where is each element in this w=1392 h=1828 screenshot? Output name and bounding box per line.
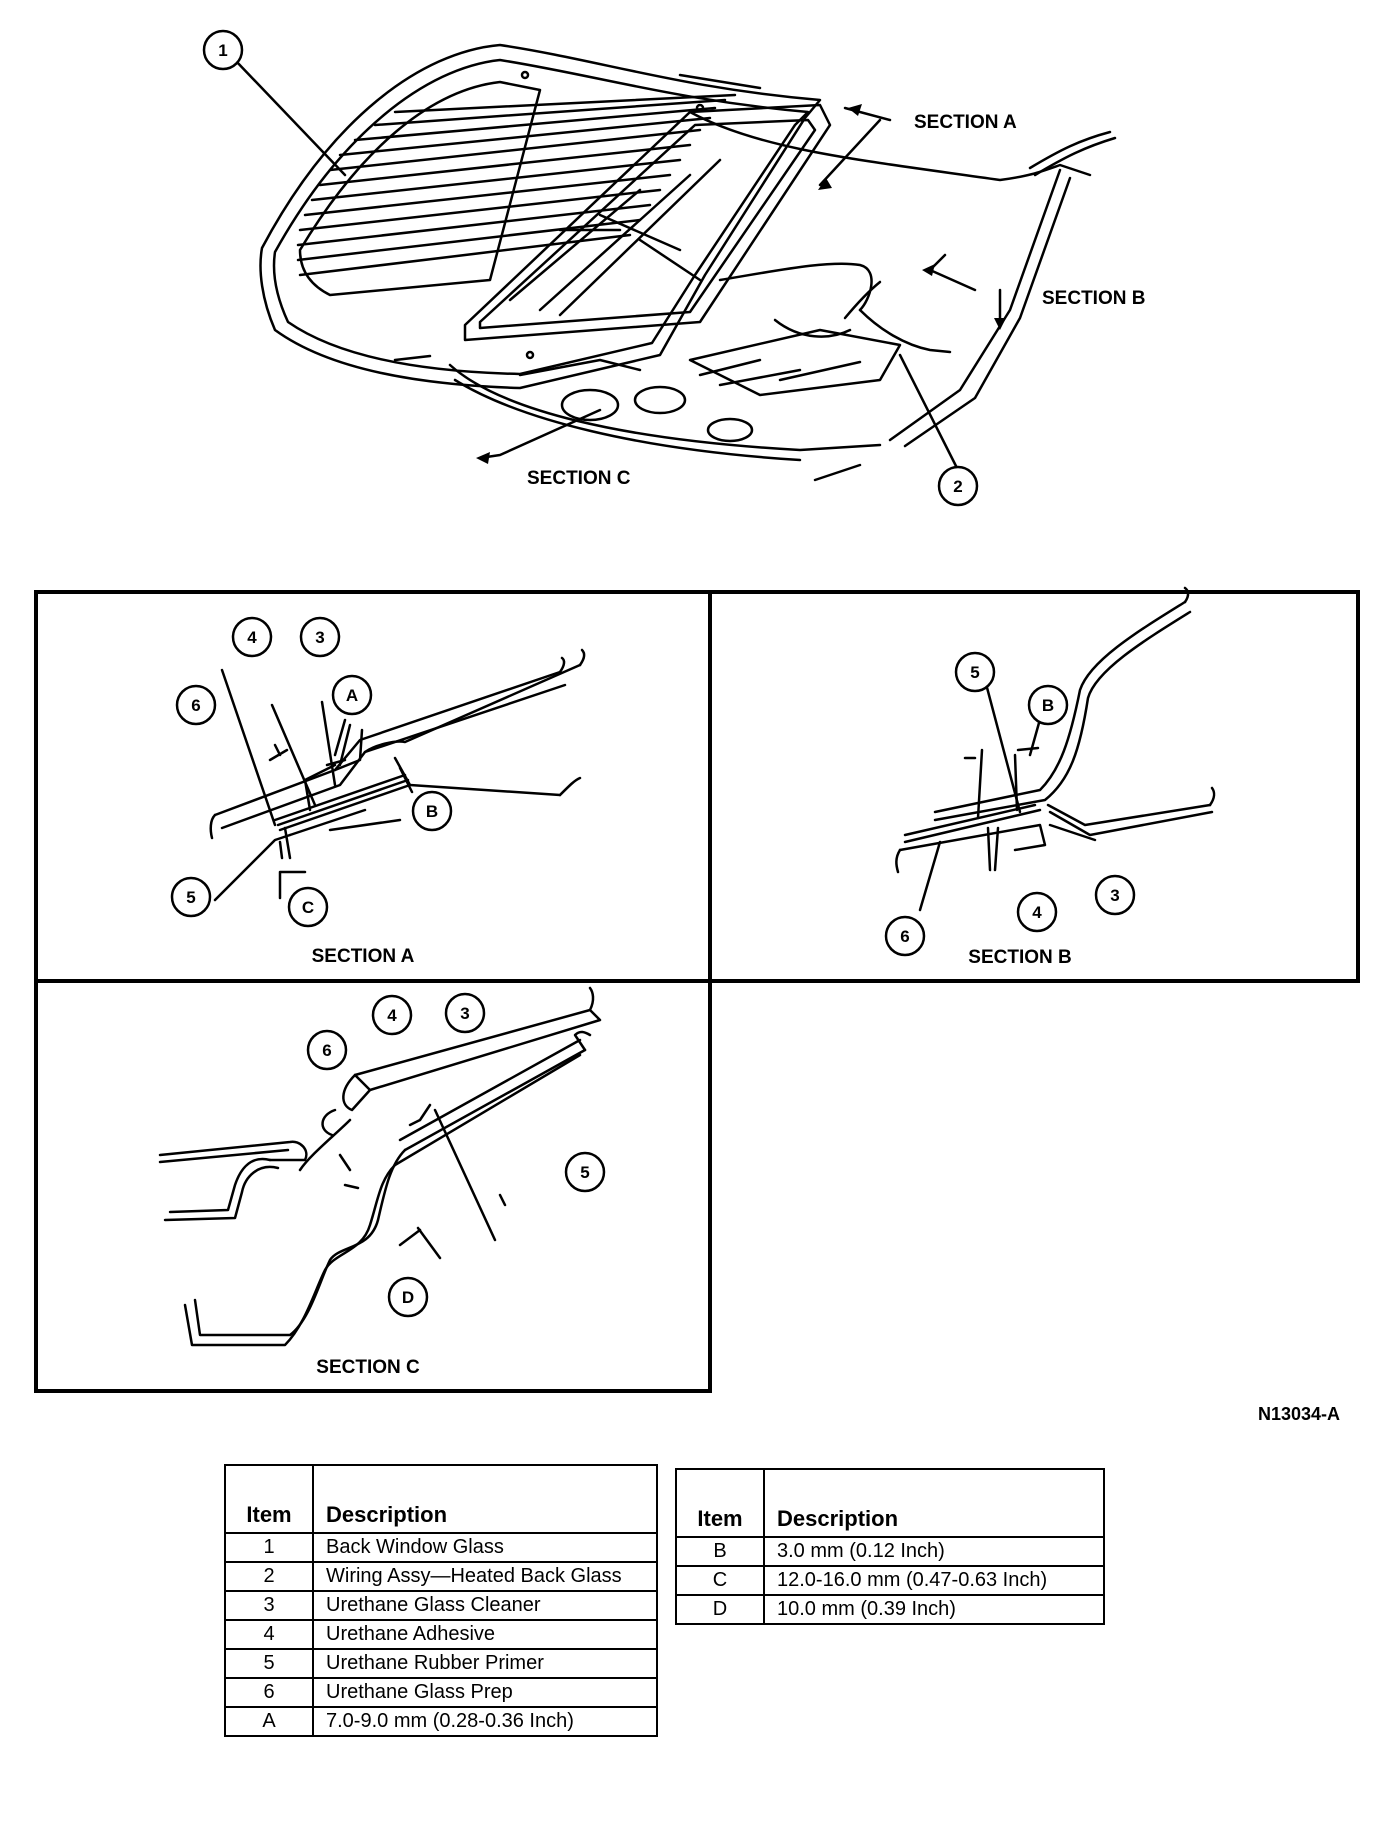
section-a-callout-4: 4 — [247, 628, 257, 647]
section-c-title: SECTION C — [316, 1357, 420, 1378]
section-a-label: SECTION A — [914, 112, 1017, 133]
section-b-callout-B: B — [1042, 696, 1054, 715]
legend-header-description: Description — [763, 1468, 1105, 1538]
section-c-callout-6: 6 — [322, 1041, 331, 1060]
section-a-callout-B: B — [426, 802, 438, 821]
legend-header-description: Description — [312, 1464, 658, 1534]
section-a-callout-6: 6 — [191, 696, 200, 715]
callout-1-circle — [202, 29, 244, 71]
main-diagram: 1 2 SECTION A SECTION B SECTION C — [202, 29, 1145, 507]
wiring-assembly — [773, 280, 952, 354]
section-panels: 4 3 A 6 B 5 C SECTION A 5 B 3 4 6 SECTIO… — [34, 586, 1360, 1393]
section-c-callout-4: 4 — [387, 1006, 397, 1025]
section-a-callout-A: A — [346, 686, 358, 705]
callout-2: 2 — [953, 477, 962, 496]
section-a-callout-3: 3 — [315, 628, 324, 647]
body-panel — [448, 110, 1117, 462]
section-c-callout-3: 3 — [460, 1004, 469, 1023]
section-b-callout-3: 3 — [1110, 886, 1119, 905]
section-b-callout-6: 6 — [900, 927, 909, 946]
back-window-glass — [259, 43, 822, 390]
legend-header-item: Item — [675, 1468, 765, 1538]
section-c-drawing — [158, 986, 602, 1347]
legend-header-item: Item — [224, 1464, 314, 1534]
window-opening-frame — [463, 103, 832, 342]
callout-1: 1 — [218, 41, 227, 60]
section-c-callout-D: D — [402, 1288, 414, 1307]
figure-reference: N13034-A — [1258, 1404, 1341, 1424]
section-a-drawing — [209, 648, 586, 902]
section-a-callout-5: 5 — [186, 888, 195, 907]
section-b-callout-5: 5 — [970, 663, 979, 682]
section-b-callout-4: 4 — [1032, 903, 1042, 922]
section-a-callout-C: C — [302, 898, 314, 917]
legend-header-row: Item Description — [675, 1468, 1105, 1538]
panel-section-c-frame — [34, 979, 712, 1393]
section-b-drawing — [895, 586, 1216, 912]
section-b-label: SECTION B — [1042, 288, 1145, 309]
callout-2-circle — [937, 465, 979, 507]
section-a-title: SECTION A — [312, 946, 415, 967]
section-b-title: SECTION B — [968, 947, 1071, 968]
panel-grid-top — [34, 590, 1360, 983]
legend-header-row: Item Description — [224, 1464, 658, 1534]
section-c-label: SECTION C — [527, 468, 631, 489]
section-c-callout-5: 5 — [580, 1163, 589, 1182]
